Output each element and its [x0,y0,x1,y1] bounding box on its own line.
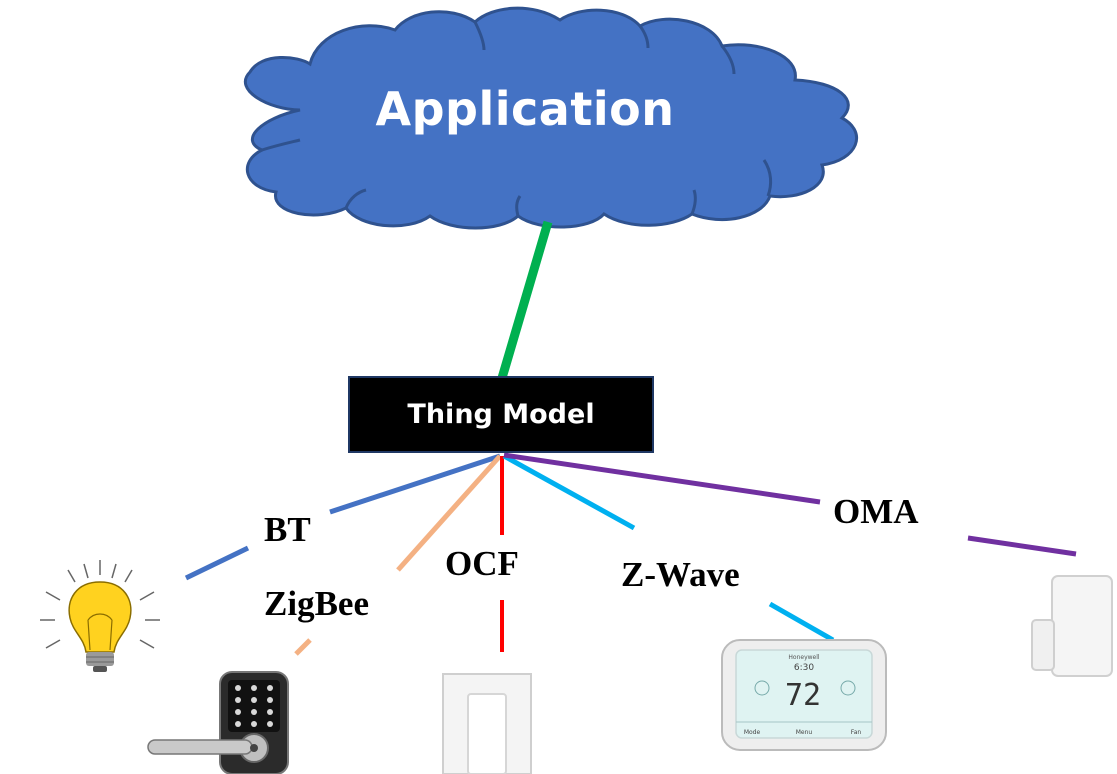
zwave-line-segment [768,601,835,643]
zigbee-line-segment [396,454,502,572]
thing-model-box: Thing Model [348,376,654,453]
cloud-inner-curve [473,21,486,51]
uplink-connector [497,220,553,380]
thermostat-temp: 72 [785,678,821,713]
wall-switch-icon [442,673,532,774]
smart-lock-icon [147,671,289,774]
cloud-shape [243,6,859,230]
thermostat-menu-label: Menu [796,729,813,736]
cloud-inner-curve [690,189,697,215]
bt-label: BT [264,510,311,549]
thermostat-icon: Honeywell 6:30 72 Mode Menu Fan [721,639,887,751]
cloud-inner-curve [720,45,736,75]
application-cloud [243,6,859,230]
thing-model-label: Thing Model [407,399,595,430]
light-bulb-icon [40,560,160,672]
zigbee-label: ZigBee [264,584,369,623]
bt-line-segment [184,545,250,581]
zigbee-connector [294,454,502,656]
ocf-label: OCF [445,544,519,583]
oma-connector [503,452,1077,557]
bt-connector [184,453,501,581]
oma-line-segment [967,535,1077,557]
bt-line-segment [329,453,501,515]
cloud-inner-curve [638,25,650,49]
cloud-inner-curve [762,159,773,197]
thermostat-time: 6:30 [794,663,814,673]
application-label: Application [375,82,675,136]
zwave-connector [502,453,835,643]
zigbee-line-segment [294,638,312,656]
door-sensor-icon [1031,575,1113,677]
cloud-inner-curve [261,138,301,152]
zwave-line-segment [502,453,636,531]
thermostat-fan-label: Fan [851,729,862,736]
cloud-inner-curve [344,188,367,209]
thermostat-mode-label: Mode [744,729,761,736]
oma-label: OMA [833,492,919,531]
thermostat-brand: Honeywell [788,654,819,661]
oma-line-segment [503,452,821,505]
cloud-inner-curve [515,195,522,217]
zwave-label: Z-Wave [621,555,740,594]
